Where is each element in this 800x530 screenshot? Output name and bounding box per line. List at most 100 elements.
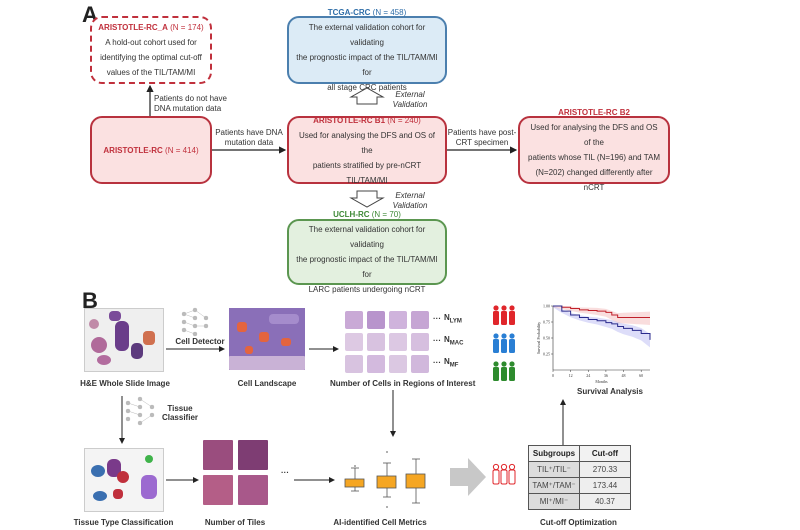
panel-b-label: B [82,288,98,313]
edge-label-line: Patients have DNA [215,128,283,137]
count-n-mf: NMF [444,357,458,369]
edge-label-post-crt: Patients have post- CRT specimen [447,128,517,148]
box-desc-line: A hold-out cohort used for [105,38,197,47]
hollow-arrow-down [349,190,385,208]
ellipsis: ··· [433,336,441,345]
edge-label-line: Patients do not have [154,94,227,103]
box-aristotle-rc-a: ARISTOTLE-RC_A (N = 174) A hold-out coho… [90,16,212,84]
box-desc-line: The external validation cohort for valid… [308,23,426,47]
people-group-outline-icon [492,463,516,485]
tissue-type-image [84,448,164,512]
ellipsis: ··· [281,468,289,477]
y-tick-label: 0.50 [543,336,550,341]
caption-cutoff: Cut-off Optimization [540,518,617,527]
people-group-green-icon [493,361,515,381]
confidence-band-low [553,306,650,348]
box-count: (N = 414) [165,145,199,155]
table-cell-value: 40.37 [579,493,631,510]
ellipsis: ··· [433,358,441,367]
cell-landscape-image [229,308,305,370]
box-count: (N = 240) [387,115,421,125]
boxplot-box [344,478,365,488]
count-sub: MF [449,362,459,369]
box-title: ARISTOTLE-RC_A [98,23,168,32]
x-tick-label: 24 [586,373,590,378]
box-desc-line: LARC patients undergoing nCRT [308,285,426,294]
table-cell-value: 270.33 [579,461,631,478]
table-header: Subgroups [528,445,580,462]
box-uclh-rc: UCLH-RC (N = 70) The external validation… [287,210,447,294]
caption-cell-metrics: AI-identified Cell Metrics [333,518,427,527]
label-line: Tissue [167,404,193,413]
caption-cells-roi: Number of Cells in Regions of Interest [330,379,476,388]
label-tissue-classifier: Tissue Classifier [160,404,200,422]
x-tick-label: 48 [622,373,626,378]
box-aristotle-rc-b1: ARISTOTLE-RC B1 (N = 240) Used for analy… [287,115,447,185]
x-tick-label: 0 [552,373,554,378]
x-tick-label: 12 [569,373,573,378]
x-tick-label: 36 [604,373,608,378]
label-cell-detector: Cell Detector [175,337,225,346]
edge-label-line: Validation [392,100,428,109]
caption-tissue-type: Tissue Type Classification [73,518,174,527]
box-count: (N = 458) [372,8,407,17]
box-title: ARISTOTLE-RC [103,145,163,155]
box-desc-line: (N=202) changed differently after nCRT [535,168,653,192]
count-n-mac: NMAC [444,335,463,347]
table-cell-value: 173.44 [579,477,631,494]
box-tcga-crc: TCGA-CRC (N = 458) The external validati… [287,8,447,92]
cutoff-table: Subgroups Cut-off TIL⁺/TIL⁻ 270.33 TAM⁺/… [528,445,631,510]
table-cell-group: TAM⁺/TAM⁻ [528,477,580,494]
table-cell-group: MI⁺/MI⁻ [528,493,580,510]
box-title: TCGA-CRC [327,8,371,17]
caption-survival: Survival Analysis [577,387,643,396]
people-group-blue-icon [493,333,515,353]
x-axis-label: Months [595,379,608,384]
box-desc-line: Used for analysing the DFS and OS of the [298,130,436,155]
box-title: ARISTOTLE-RC B1 [313,115,386,125]
box-desc-line: patients whose TIL (N=196) and TAM [528,153,660,162]
count-n-lym: NLYM [444,313,462,325]
box-desc-line: values of the TIL/TAM/MI [106,68,196,77]
table-row: TAM⁺/TAM⁻ 173.44 [528,477,631,494]
box-desc-line: the prognostic impact of the TIL/TAM/MI … [296,53,438,77]
edge-label-ext-validation-down: External Validation [390,191,430,211]
box-desc-line: identifying the optimal cut-off [100,53,202,62]
edge-label-line: External [395,90,425,99]
box-count: (N = 174) [170,23,204,32]
box-desc-line: Used for analysing the DFS and OS of the [530,123,658,147]
hollow-arrow-up [349,87,385,105]
big-gray-arrow [450,458,486,496]
caption-cell-landscape: Cell Landscape [237,379,297,388]
count-base: N [444,313,450,322]
count-sub: MAC [449,340,464,347]
box-title: ARISTOTLE-RC B2 [558,108,630,117]
ellipsis: ··· [433,314,441,323]
box-count: (N = 70) [371,210,401,219]
label-line: Classifier [161,413,199,422]
table-row: MI⁺/MI⁻ 40.37 [528,493,631,510]
boxplot-box [405,473,426,489]
y-tick-label: 0.75 [543,320,550,325]
count-sub: LYM [449,318,462,325]
survival-curve-low [553,305,651,340]
box-title: UCLH-RC [333,210,370,219]
table-header: Cut-off [579,445,631,462]
edge-label-ext-validation-up: External Validation [390,90,430,110]
edge-label-line: CRT specimen [455,138,509,147]
y-tick-label: 1.00 [543,304,550,309]
confidence-band-high [553,306,650,325]
edge-label-have-dna: Patients have DNA mutation data [212,128,286,148]
boxplot-box [376,475,397,489]
edge-label-line: External [395,191,425,200]
count-base: N [444,335,450,344]
table-cell-group: TIL⁺/TIL⁻ [528,461,580,478]
count-base: N [444,357,450,366]
caption-wsi: H&E Whole Slide Image [80,379,170,388]
edge-label-line: mutation data [224,138,274,147]
survival-curve-high [553,305,650,319]
